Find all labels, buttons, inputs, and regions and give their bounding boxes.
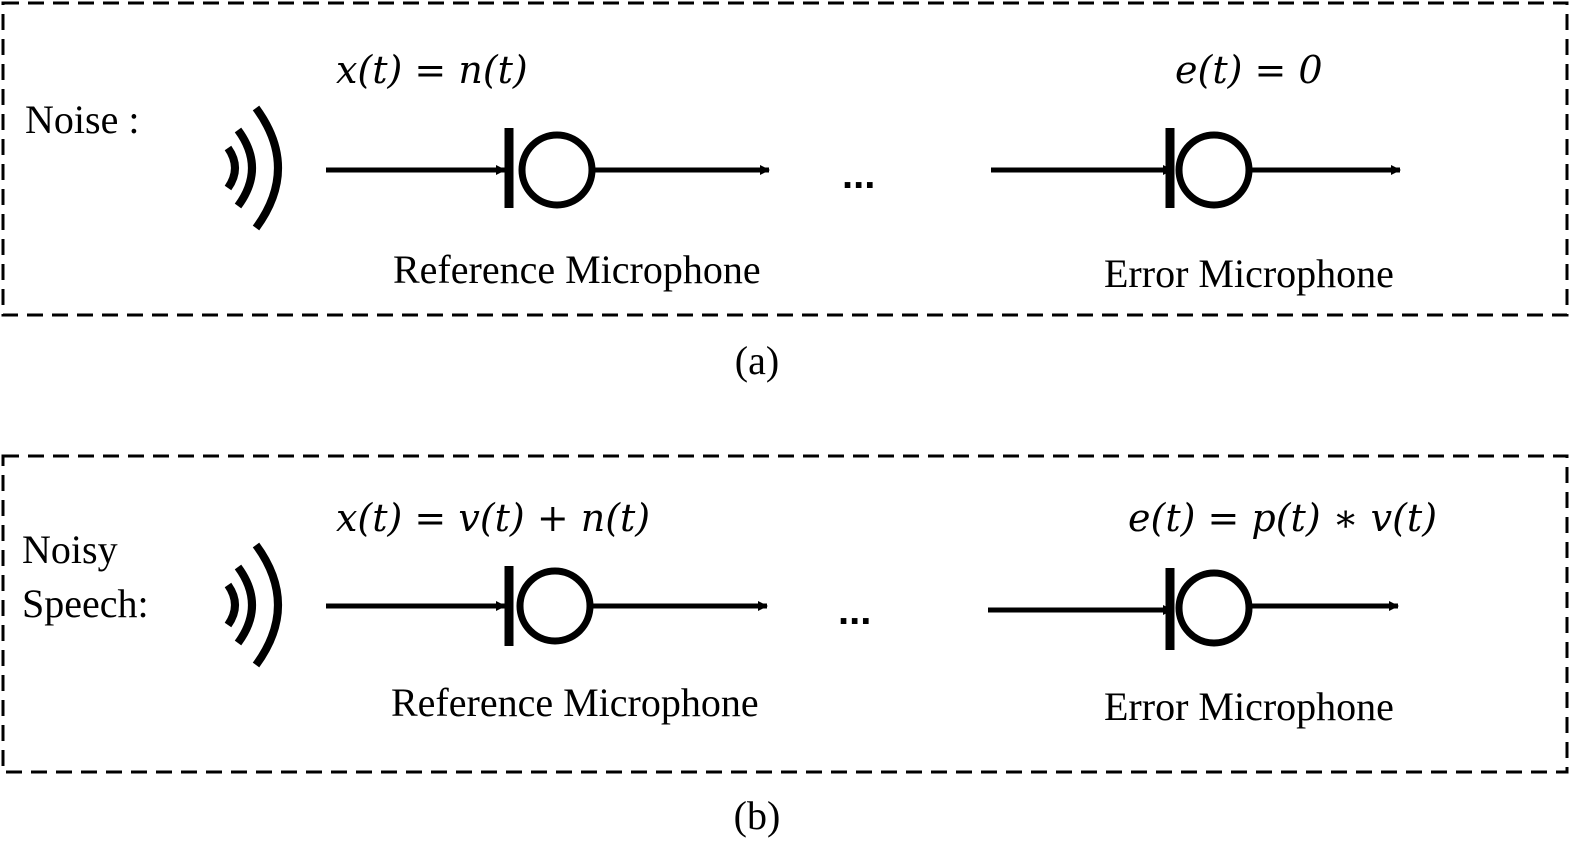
- microphone-icon: [1165, 128, 1253, 209]
- error-mic-label: Error Microphone: [1104, 251, 1394, 296]
- error-equation: e(t) = 0: [1175, 48, 1323, 92]
- reference-mic-label: Reference Microphone: [391, 680, 759, 725]
- sound-waves-icon: [224, 542, 282, 668]
- ellipsis: ...: [838, 589, 871, 633]
- panel-b: Noisy Speech: ... x(t) = v(t) + n(t) e(t…: [1, 454, 1569, 774]
- sound-waves-icon: [224, 105, 282, 231]
- input-equation: x(t) = n(t): [336, 48, 528, 92]
- microphone-icon: [504, 128, 596, 209]
- microphone-icon: [504, 566, 594, 646]
- microphone-icon: [1165, 568, 1253, 650]
- panel-b-source-label: Noisy: [22, 527, 118, 572]
- panel-b-caption: (b): [734, 793, 781, 838]
- input-equation: x(t) = v(t) + n(t): [336, 496, 650, 540]
- error-equation: e(t) = p(t) ∗ v(t): [1128, 496, 1437, 540]
- ellipsis: ...: [842, 153, 875, 197]
- panel-a-source-label: Noise :: [25, 97, 139, 142]
- panel-a: Noise : ... x(t) = n(t) e(t) = 0 Referen…: [1, 1, 1569, 317]
- reference-mic-label: Reference Microphone: [393, 247, 761, 292]
- panel-b-frame: [1, 454, 1569, 774]
- panel-a-frame: [1, 1, 1569, 317]
- error-mic-label: Error Microphone: [1104, 684, 1394, 729]
- panel-a-caption: (a): [735, 338, 779, 383]
- panel-b-source-label: Speech:: [22, 581, 149, 626]
